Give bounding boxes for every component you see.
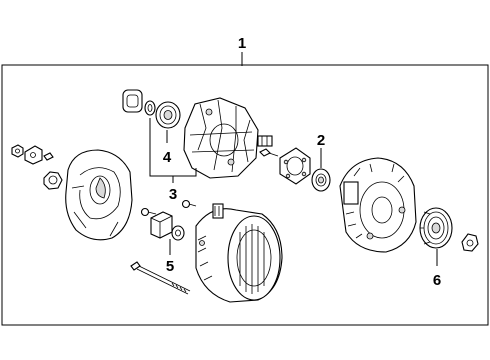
terminal-insulator	[24, 145, 43, 165]
brush-holder	[150, 211, 185, 241]
callout-5[interactable]: 5	[166, 258, 174, 275]
rear-cover	[65, 149, 133, 241]
small-nut-left	[11, 144, 24, 158]
callout-3[interactable]: 3	[169, 186, 177, 203]
brush-holder-seal	[122, 89, 143, 113]
rotor	[183, 97, 273, 179]
retainer-plate	[279, 147, 311, 185]
front-housing	[339, 157, 417, 253]
screw-center-right	[181, 199, 197, 209]
through-bolt	[130, 261, 191, 295]
front-bearing	[311, 168, 331, 192]
pulley-nut	[461, 233, 479, 252]
bolt-center	[259, 148, 279, 157]
screw-center-left	[140, 207, 157, 217]
spacer-ring	[144, 100, 156, 116]
callout-4[interactable]: 4	[163, 149, 172, 166]
terminal-bolt-left	[43, 152, 54, 161]
assembly-frame	[1, 64, 489, 326]
callout-6[interactable]: 6	[433, 272, 441, 289]
rear-bearing	[155, 101, 181, 129]
callout-2[interactable]: 2	[317, 132, 325, 149]
terminal-nut	[43, 171, 63, 190]
callout-1[interactable]: 1	[238, 35, 246, 52]
pulley	[419, 207, 453, 249]
stator-housing	[195, 203, 283, 303]
